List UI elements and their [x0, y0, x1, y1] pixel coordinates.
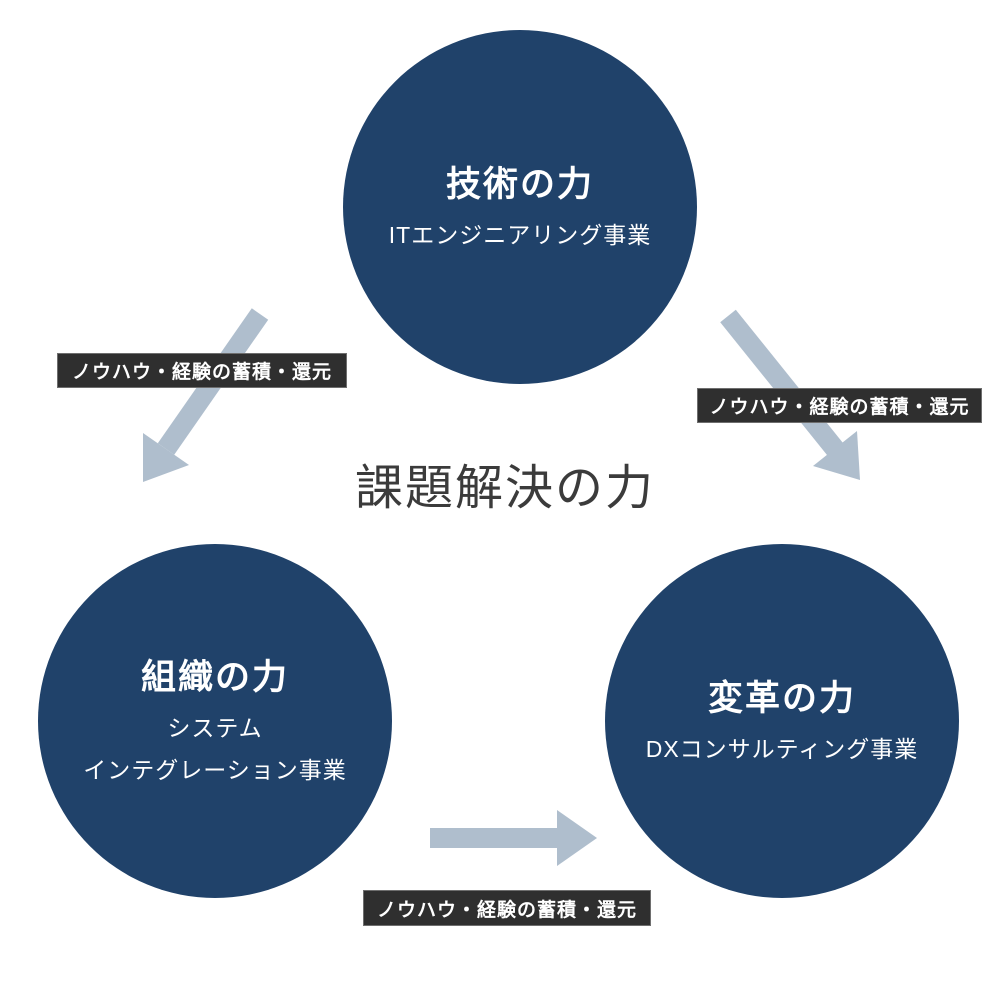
center-title: 課題解決の力 [354, 462, 655, 515]
arrow-label-top-to-right: ノウハウ・経験の蓄積・還元 [697, 388, 982, 423]
circle-organization-subtitle-line2: インテグレーション事業 [83, 757, 347, 783]
circle-organization-subtitle-line1: システム [167, 715, 263, 742]
arrow-label-top-to-left: ノウハウ・経験の蓄積・還元 [57, 353, 347, 388]
arrow-label-left-to-right: ノウハウ・経験の蓄積・還元 [363, 890, 651, 926]
circle-technology: 技術の力 ITエンジニアリング事業 [343, 30, 697, 384]
circle-transformation: 変革の力 DXコンサルティング事業 [605, 544, 959, 898]
circle-transformation-title: 変革の力 [707, 679, 856, 719]
circle-organization-title: 組織の力 [140, 658, 289, 698]
arrow-left-to-right-icon [430, 810, 597, 866]
arrow-top-to-left-icon [143, 308, 269, 482]
circle-technology-title: 技術の力 [445, 165, 594, 205]
arrow-top-to-right-icon [720, 309, 860, 480]
circle-transformation-subtitle: DXコンサルティング事業 [645, 736, 919, 763]
circle-organization: 組織の力 システム インテグレーション事業 [38, 544, 392, 898]
circle-technology-subtitle: ITエンジニアリング事業 [388, 222, 652, 249]
